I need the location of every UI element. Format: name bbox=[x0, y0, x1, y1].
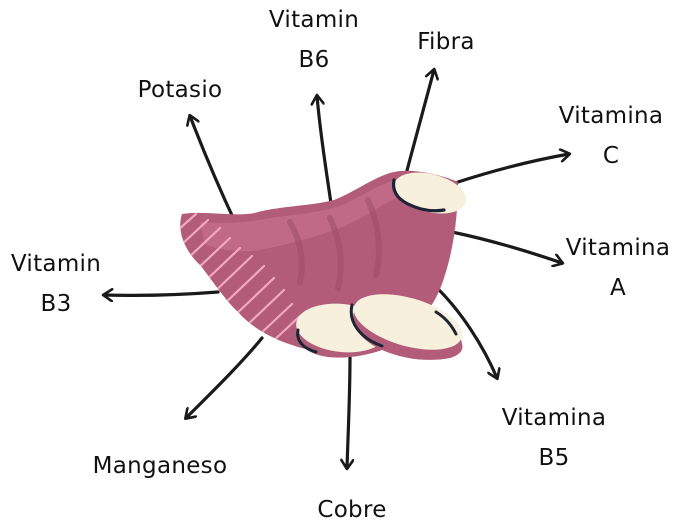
arrow-vitamin-b3 bbox=[104, 292, 218, 295]
arrow-potasio bbox=[190, 116, 236, 224]
arrow-fibra bbox=[405, 70, 434, 178]
label-manganeso: Manganeso bbox=[70, 446, 250, 486]
label-vitamina-a: Vitamina A bbox=[556, 228, 680, 308]
label-vitamin-b3: Vitamin B3 bbox=[0, 244, 112, 324]
label-potasio: Potasio bbox=[120, 70, 240, 110]
label-fibra: Fibra bbox=[396, 22, 496, 62]
label-vitamina-b5: Vitamina B5 bbox=[486, 398, 622, 478]
arrow-manganeso bbox=[186, 338, 262, 418]
arrow-vitamina-a bbox=[452, 232, 562, 263]
arrow-vitamin-b6 bbox=[317, 96, 332, 210]
arrow-cobre bbox=[347, 357, 350, 468]
label-cobre: Cobre bbox=[292, 490, 412, 530]
label-vitamin-b6: Vitamin B6 bbox=[254, 0, 374, 80]
label-vitamina-c: Vitamina C bbox=[546, 96, 676, 176]
